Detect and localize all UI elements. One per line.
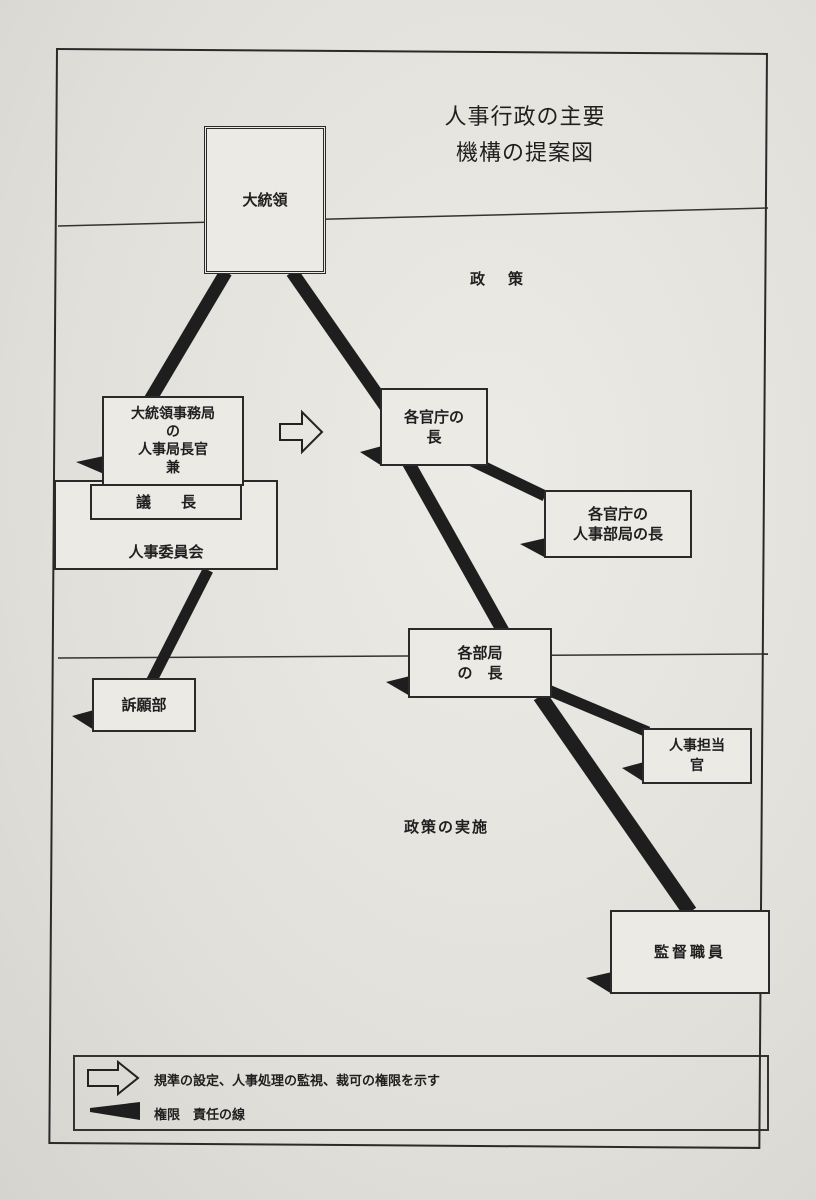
bureau-heads-line-2: の 長 (457, 664, 503, 682)
line-bureau-to-inspectors (533, 691, 697, 917)
box-appeals-division: 訴願部 (92, 678, 196, 732)
wedge-personnel-officer (622, 762, 644, 782)
box-bureau-heads: 各部局 の 長 (408, 628, 552, 698)
line-ministry-to-bureau (402, 458, 514, 644)
wedge-appeals (72, 710, 94, 730)
title-line-1: 人事行政の主要 (444, 105, 606, 130)
legend-arrow-description: 規準の設定、人事処理の監視、裁可の権限を示す (154, 1074, 441, 1089)
line-president-to-commission (144, 268, 232, 404)
wedge-bureau-heads (386, 676, 410, 696)
legend-thick-line-icon (90, 1102, 140, 1120)
ministry-heads-line-2: 長 (426, 428, 442, 446)
box-ministry-personnel-heads: 各官庁の 人事部局の長 (544, 490, 692, 558)
box-personnel-officer: 人事担当 官 (642, 728, 752, 784)
box-inspectors: 監督職員 (610, 910, 770, 994)
personnel-officer-line-1: 人事担当 (669, 738, 725, 754)
title-line-2: 機構の提案図 (455, 141, 594, 166)
box-wedges (72, 446, 644, 994)
ministry-personnel-line-2: 人事部局の長 (572, 525, 663, 543)
wedge-ministry-heads (360, 446, 382, 466)
zone-label-implementation: 政策の実施 (404, 818, 490, 836)
line-commission-to-appeals (145, 567, 213, 687)
line-president-to-ministry-heads (286, 268, 401, 424)
exec-office-line-3: 人事局長官 (138, 442, 208, 458)
legend-line-description: 権限 責任の線 (154, 1108, 246, 1123)
personnel-officer-line-2: 官 (690, 758, 704, 774)
zone-divider-top (57, 207, 769, 227)
box-executive-office: 大統領事務局 の 人事局長官 兼 (102, 396, 244, 486)
box-president-label: 大統領 (242, 191, 288, 209)
exec-office-line-4: 兼 (166, 460, 180, 476)
box-chairman-label: 議 長 (135, 493, 196, 511)
legend-box (73, 1055, 769, 1131)
hollow-arrow-icon (279, 409, 324, 455)
wedge-exec-office (76, 456, 104, 474)
ministry-heads-line-1: 各官庁の (403, 408, 464, 426)
box-president: 大統領 (204, 126, 326, 274)
box-appeals-label: 訴願部 (121, 696, 167, 714)
wedge-ministry-personnel (520, 538, 546, 558)
legend-hollow-arrow-icon (87, 1059, 140, 1097)
line-bureau-to-personnel-officer (545, 684, 651, 738)
diagram-title: 人事行政の主要 機構の提案図 (410, 100, 640, 172)
box-chairman: 議 長 (90, 484, 242, 520)
exec-office-line-2: の (166, 424, 180, 440)
zone-label-policy: 政 策 (470, 270, 528, 288)
ministry-personnel-line-1: 各官庁の (587, 505, 648, 523)
box-ministry-heads: 各官庁の 長 (380, 388, 488, 466)
wedge-inspectors (586, 972, 612, 994)
box-commission-label: 人事委員会 (128, 543, 204, 561)
box-inspectors-label: 監督職員 (653, 943, 726, 961)
bureau-heads-line-1: 各部局 (457, 644, 503, 662)
line-ministry-to-personnel (467, 455, 548, 501)
exec-office-line-1: 大統領事務局 (131, 406, 215, 422)
authority-lines (144, 268, 697, 917)
